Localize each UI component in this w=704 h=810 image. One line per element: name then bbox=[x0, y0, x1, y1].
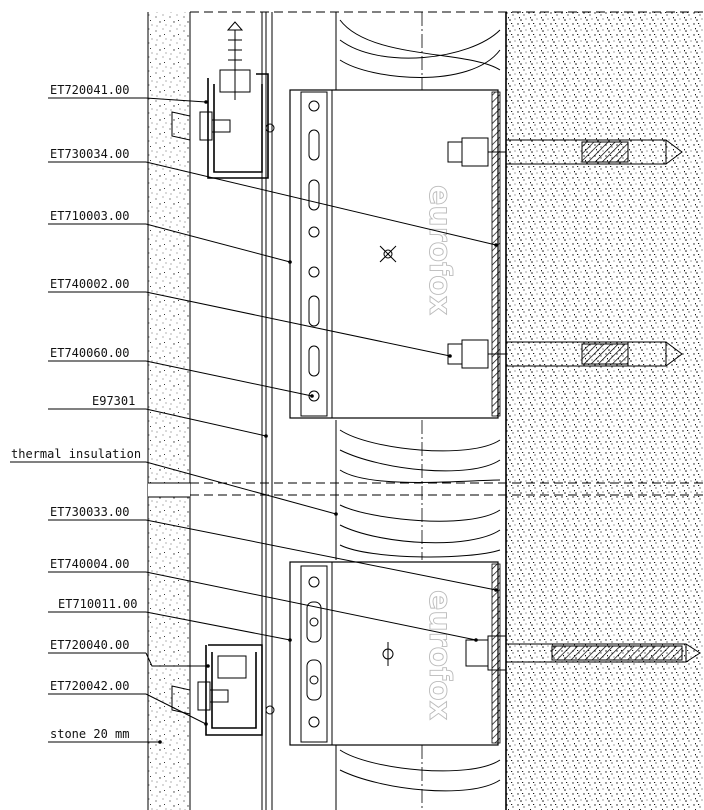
bracket-lower: eurofox bbox=[289, 561, 501, 746]
label-et740004: ET740004.00 bbox=[50, 557, 129, 571]
anchor-upper bbox=[447, 137, 683, 167]
label-et720042: ET720042.00 bbox=[50, 679, 129, 693]
label-et730033: ET730033.00 bbox=[50, 505, 129, 519]
label-et740002: ET740002.00 bbox=[50, 277, 129, 291]
anchor-middle bbox=[447, 339, 683, 369]
thermal-insulation bbox=[335, 12, 501, 810]
label-et720041: ET720041.00 bbox=[50, 83, 129, 97]
label-et740060: ET740060.00 bbox=[50, 346, 129, 360]
watermark-upper: eurofox bbox=[422, 185, 457, 315]
label-et720040: ET720040.00 bbox=[50, 638, 129, 652]
label-thermal-insulation: thermal insulation bbox=[11, 447, 141, 461]
label-et710003: ET710003.00 bbox=[50, 209, 129, 223]
label-et730034: ET730034.00 bbox=[50, 147, 129, 161]
label-e97301: E97301 bbox=[92, 394, 135, 408]
label-et710011: ET710011.00 bbox=[58, 597, 137, 611]
concrete-wall bbox=[505, 12, 704, 810]
bracket-upper: eurofox bbox=[289, 89, 501, 419]
label-stone: stone 20 mm bbox=[50, 727, 129, 741]
watermark-lower: eurofox bbox=[422, 590, 457, 720]
leader-lines bbox=[10, 97, 498, 744]
anchor-lower bbox=[465, 635, 701, 671]
clip-upper bbox=[171, 21, 275, 179]
clip-lower bbox=[171, 644, 275, 736]
